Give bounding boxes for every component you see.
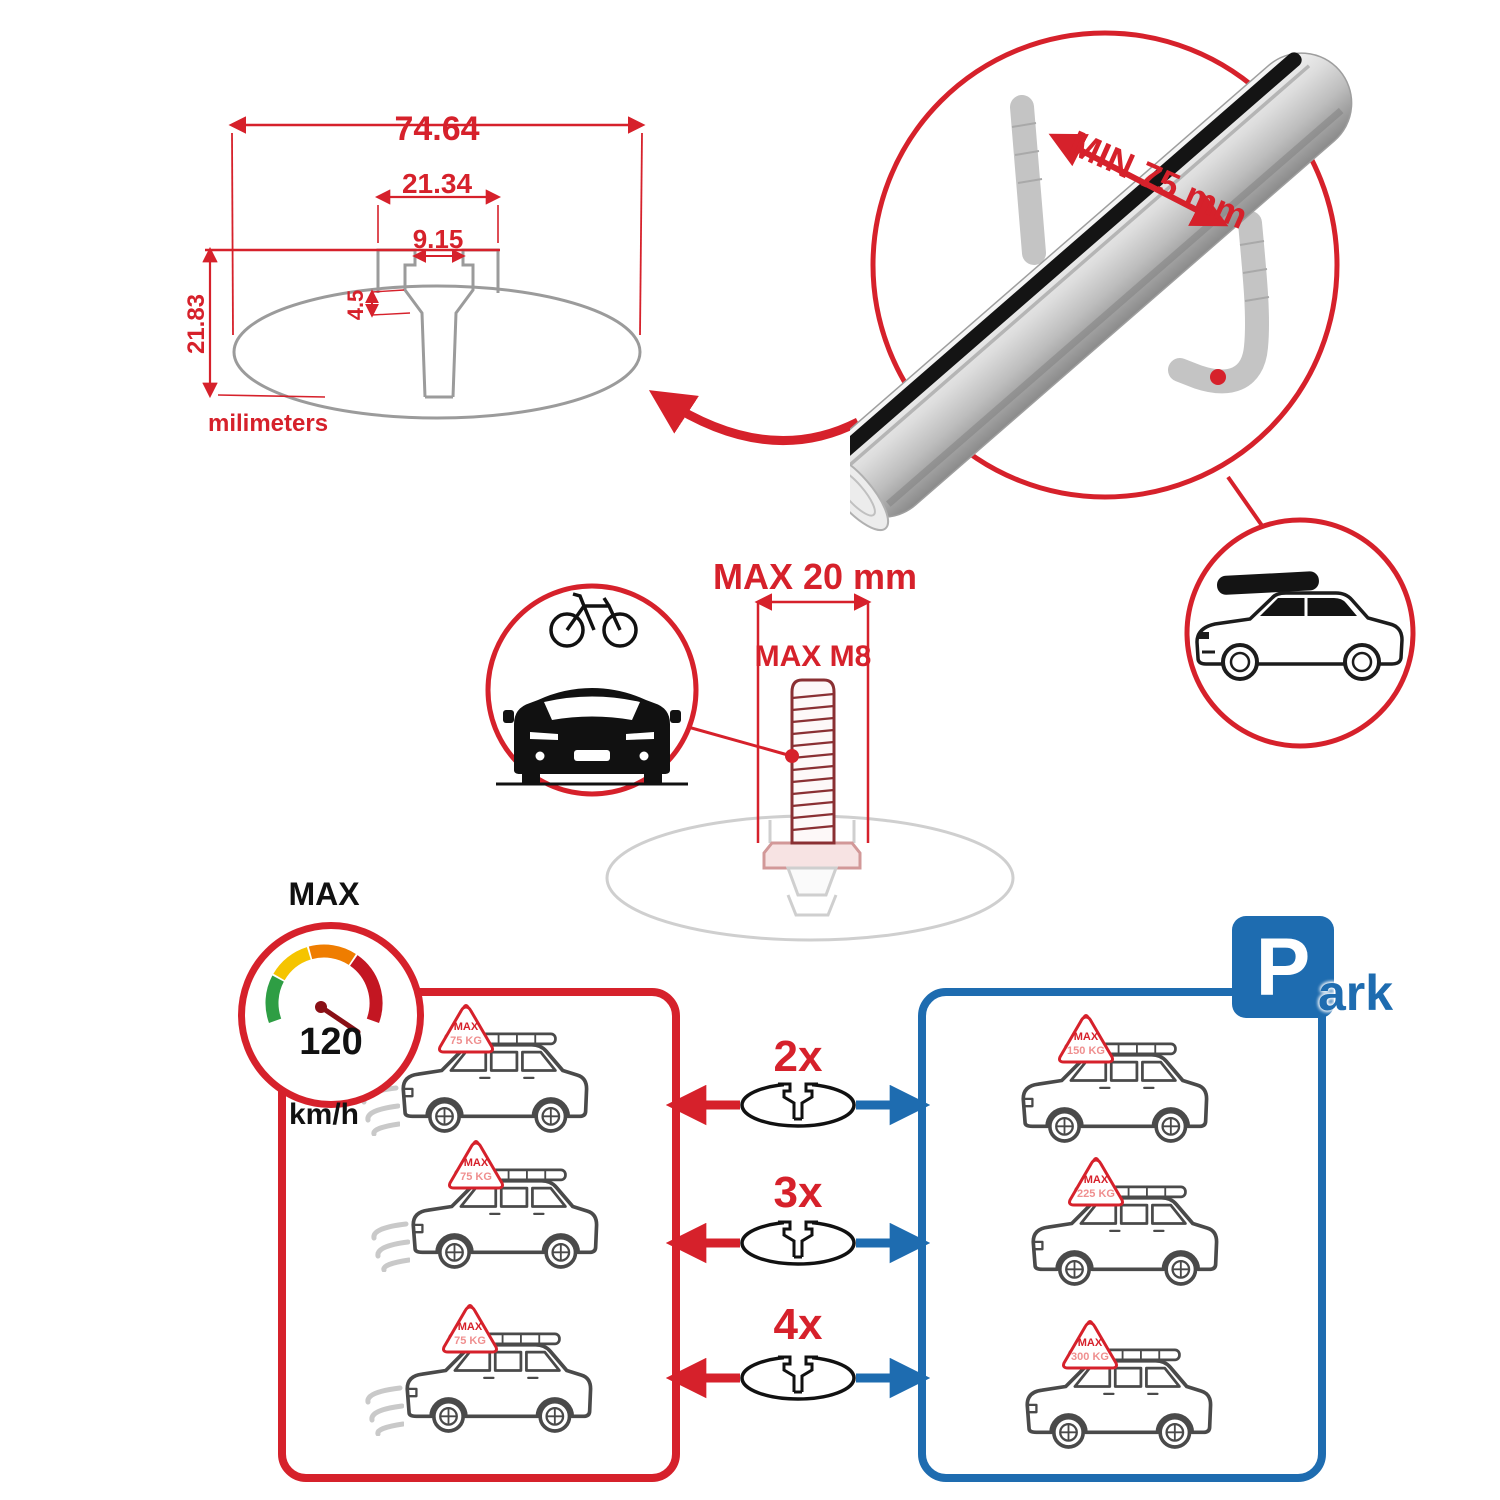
hoop-texture <box>1011 122 1270 302</box>
label-total-height: 21.83 <box>183 293 210 355</box>
bike-on-roof-icon <box>549 592 638 648</box>
dim-total-height <box>202 246 326 399</box>
car-front-icon <box>496 688 688 786</box>
bolt-head-stem <box>785 866 839 897</box>
bolt-diagram-graphic <box>485 583 1015 942</box>
speedometer-gauge <box>265 944 383 1035</box>
parked-car-2: MAX 225 KG <box>1018 1157 1230 1295</box>
row-4x <box>665 1353 930 1401</box>
arrow-to-diagram-icon <box>648 390 861 446</box>
badge-value: 300 KG <box>1071 1351 1109 1363</box>
label-slot-inner: 9.15 <box>412 224 464 254</box>
load-badge: MAX 75 KG <box>436 1004 496 1056</box>
parked-car-3: MAX 300 KG <box>1012 1320 1224 1458</box>
dim-bolt <box>754 593 872 843</box>
dim-total-width <box>228 116 646 336</box>
bolt-connector-line <box>687 725 789 757</box>
badge-value: 75 KG <box>454 1335 486 1347</box>
motion-lines-icon <box>365 1385 404 1436</box>
driving-car-3: MAX 75 KG <box>365 1304 604 1442</box>
crossbar-count-graphic <box>665 1080 930 1401</box>
magnifier-circle <box>870 30 1340 500</box>
label-total-width: 74.64 <box>394 110 480 148</box>
label-max-thread: MAX M8 <box>754 640 872 673</box>
count-3x: 3x <box>773 1168 823 1217</box>
speed-value: 120 <box>299 1021 363 1063</box>
clamp-point-dot <box>1210 369 1226 385</box>
parking-suffix: ark <box>1318 965 1394 1021</box>
badge-label: MAX <box>453 1021 479 1033</box>
min-span-arrow-icon <box>1048 133 1229 227</box>
parked-car-1: MAX 150 KG <box>1008 1014 1220 1152</box>
badge-value: 75 KG <box>450 1035 482 1047</box>
bolt-point-dot <box>785 749 799 763</box>
badge-label: MAX <box>457 1321 483 1333</box>
count-4x: 4x <box>773 1300 823 1349</box>
faded-slot-lines <box>768 820 856 917</box>
bar-detail-graphic <box>850 30 1416 749</box>
driving-car-1: MAX 75 KG <box>361 1004 600 1142</box>
parking-sign-icon: P <box>1232 916 1334 1018</box>
load-badge: MAX 300 KG <box>1060 1320 1120 1372</box>
load-badge: MAX 150 KG <box>1056 1014 1116 1066</box>
label-speed-max: MAX <box>288 876 360 912</box>
load-badge: MAX 225 KG <box>1066 1157 1126 1209</box>
load-badge: MAX 75 KG <box>440 1304 500 1356</box>
speedometer-icon: 120 <box>238 922 424 1108</box>
badge-value: 225 KG <box>1077 1188 1115 1200</box>
label-speed-unit: km/h <box>288 1098 360 1131</box>
badge-value: 75 KG <box>460 1171 492 1183</box>
suv-with-roofbox-icon <box>1195 571 1404 681</box>
count-2x: 2x <box>773 1032 823 1081</box>
label-max-bolt-length: MAX 20 mm <box>712 556 918 597</box>
badge-label: MAX <box>1073 1031 1099 1043</box>
label-lip-depth: 4.5 <box>343 289 368 321</box>
badge-label: MAX <box>1077 1337 1103 1349</box>
bolt-t-head <box>762 841 862 870</box>
label-units: milimeters <box>208 410 329 437</box>
profile-cross-section-diagram <box>202 116 646 420</box>
badge-value: 150 KG <box>1067 1045 1105 1057</box>
bar-ellipse-outline <box>232 284 642 420</box>
badge-label: MAX <box>463 1157 489 1169</box>
gauge-needle <box>318 1004 361 1035</box>
parking-letter: P <box>1255 922 1311 1013</box>
load-badge: MAX 75 KG <box>446 1140 506 1192</box>
aluminium-crossbar <box>850 52 1353 532</box>
motion-lines-icon <box>371 1221 410 1272</box>
dim-lip-depth <box>365 289 411 318</box>
row-3x <box>665 1218 930 1266</box>
badge-label: MAX <box>1083 1174 1109 1186</box>
driving-car-2: MAX 75 KG <box>371 1140 610 1278</box>
t-slot-profile <box>376 248 500 399</box>
label-slot-outer: 21.34 <box>401 168 473 199</box>
row-2x <box>665 1080 930 1128</box>
bolt-shaft <box>790 678 836 845</box>
dim-slot-outer <box>374 189 502 243</box>
